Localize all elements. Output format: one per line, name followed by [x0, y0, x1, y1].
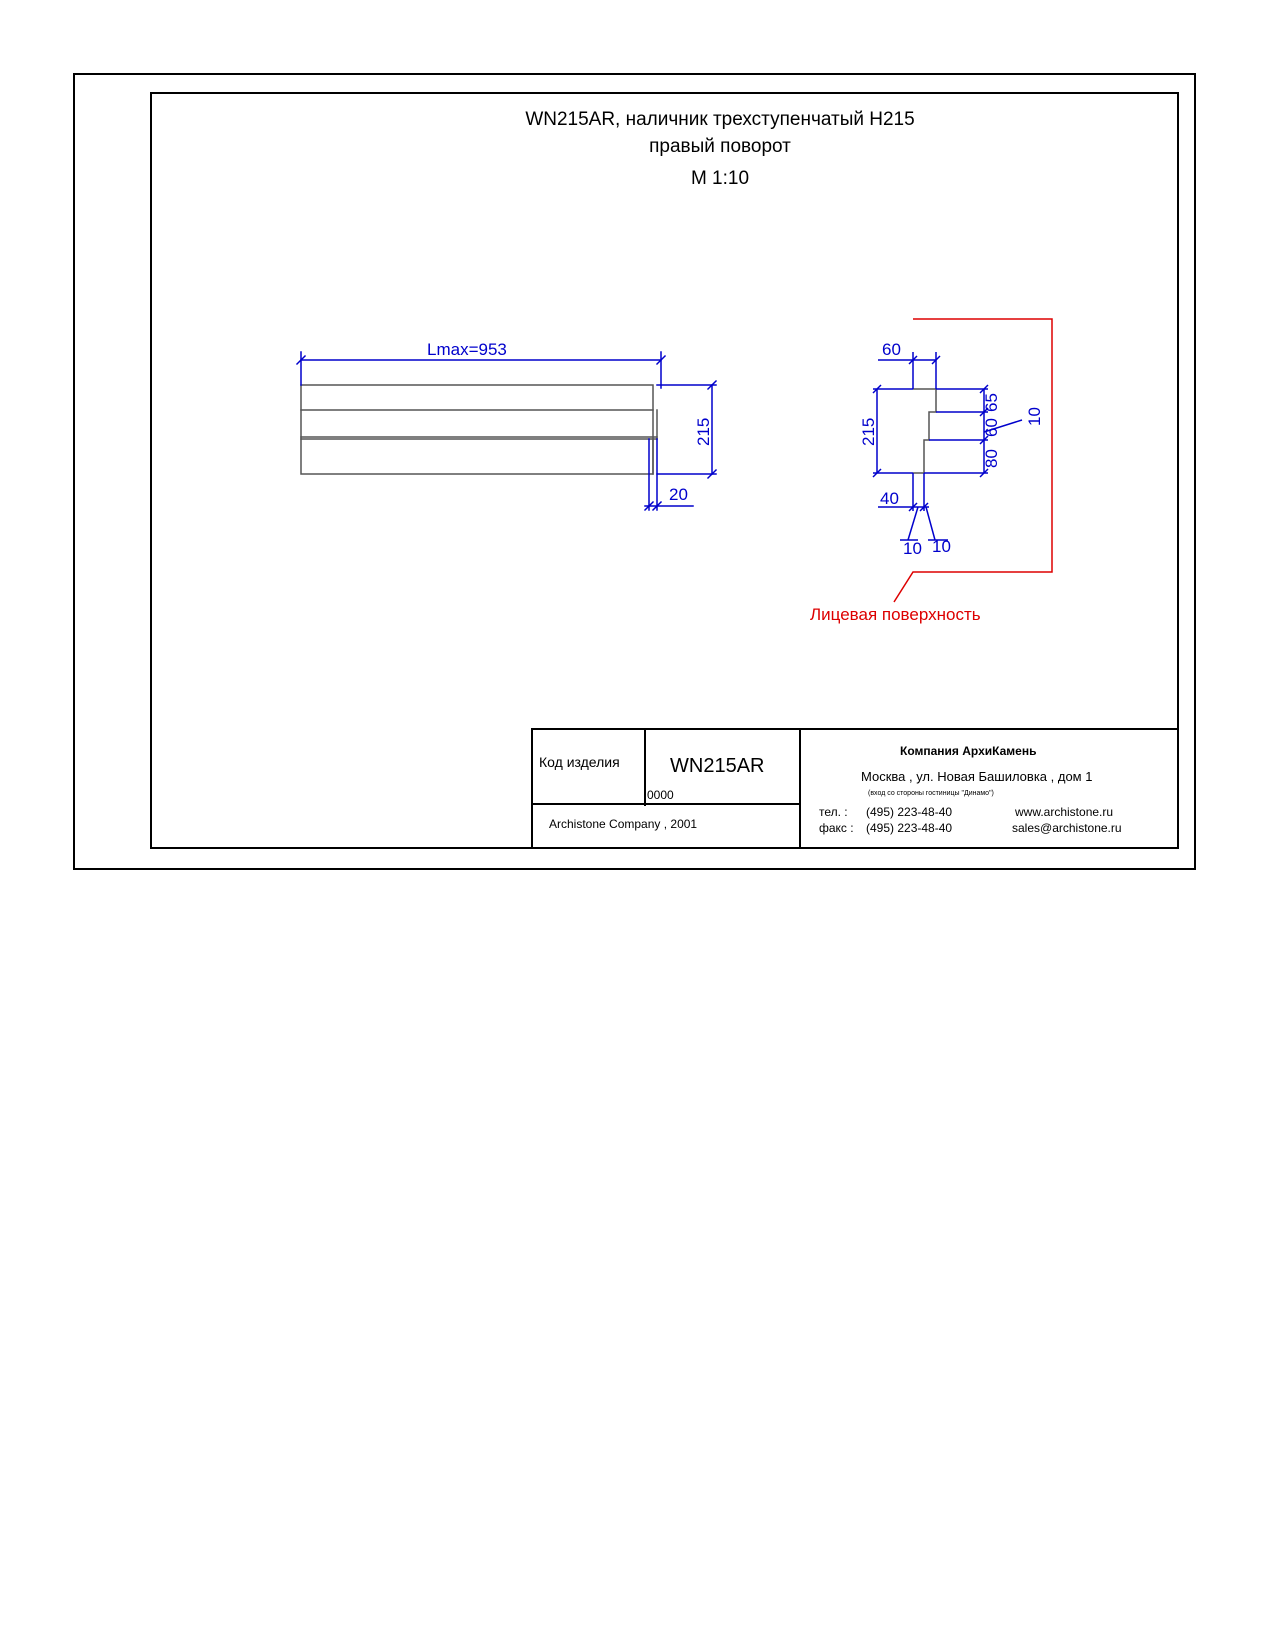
section-view: 60 215 40 65 60 80 10 10 10: [859, 340, 1044, 558]
outer-frame: [73, 73, 1196, 870]
section-top-label: 60: [882, 340, 901, 359]
code-small: 0000: [647, 788, 674, 802]
length-dimension: [295, 351, 667, 389]
code-caption: Код изделия: [539, 754, 620, 770]
section-label-10-b: 10: [932, 537, 951, 556]
height-label: 215: [694, 418, 713, 446]
step-label: 20: [669, 485, 688, 504]
title-block-divider: [531, 803, 801, 805]
tel-label: тел. :: [819, 805, 848, 819]
section-dimensions: [872, 352, 1023, 541]
section-label-10-right: 10: [1025, 407, 1044, 426]
height-dimension: [656, 379, 718, 480]
drawing-subtitle: правый поворот: [649, 136, 791, 157]
title-block: [531, 728, 1179, 849]
title-block-left: [531, 728, 801, 849]
address-note: (вход со стороны гостиницы "Динамо"): [868, 790, 994, 797]
email-link[interactable]: sales@archistone.ru: [1012, 821, 1122, 835]
section-label-65: 65: [982, 393, 1001, 412]
front-view: Lmax=953 215 20: [295, 340, 718, 512]
length-label: Lmax=953: [427, 340, 507, 359]
company-name: Компания АрхиКамень: [900, 744, 1037, 758]
step-dimension: [643, 438, 694, 512]
face-surface-leader: Лицевая поверхность: [810, 318, 1053, 624]
product-code: WN215AR: [670, 755, 765, 777]
code-caption-cell: [531, 728, 646, 806]
section-label-10-a: 10: [903, 539, 922, 558]
drawing-scale: M 1:10: [690, 168, 750, 189]
fax-number: (495) 223-48-40: [866, 821, 953, 835]
drawing-title: WN215AR, наличник трехступенчатый H215: [525, 109, 915, 130]
section-label-60: 60: [982, 418, 1001, 437]
fax-label: факс :: [819, 821, 854, 835]
front-outline: [300, 384, 654, 475]
face-surface-label: Лицевая поверхность: [810, 605, 981, 624]
section-height-label: 215: [859, 418, 878, 446]
copyright: Archistone Company , 2001: [549, 817, 698, 831]
tel-number: (495) 223-48-40: [866, 805, 953, 819]
section-bottom-label: 40: [880, 489, 899, 508]
website-link[interactable]: www.archistone.ru: [1015, 805, 1114, 819]
section-label-80: 80: [982, 449, 1001, 468]
section-profile: [913, 388, 937, 474]
company-address: Москва , ул. Новая Башиловка , дом 1: [861, 769, 1093, 784]
